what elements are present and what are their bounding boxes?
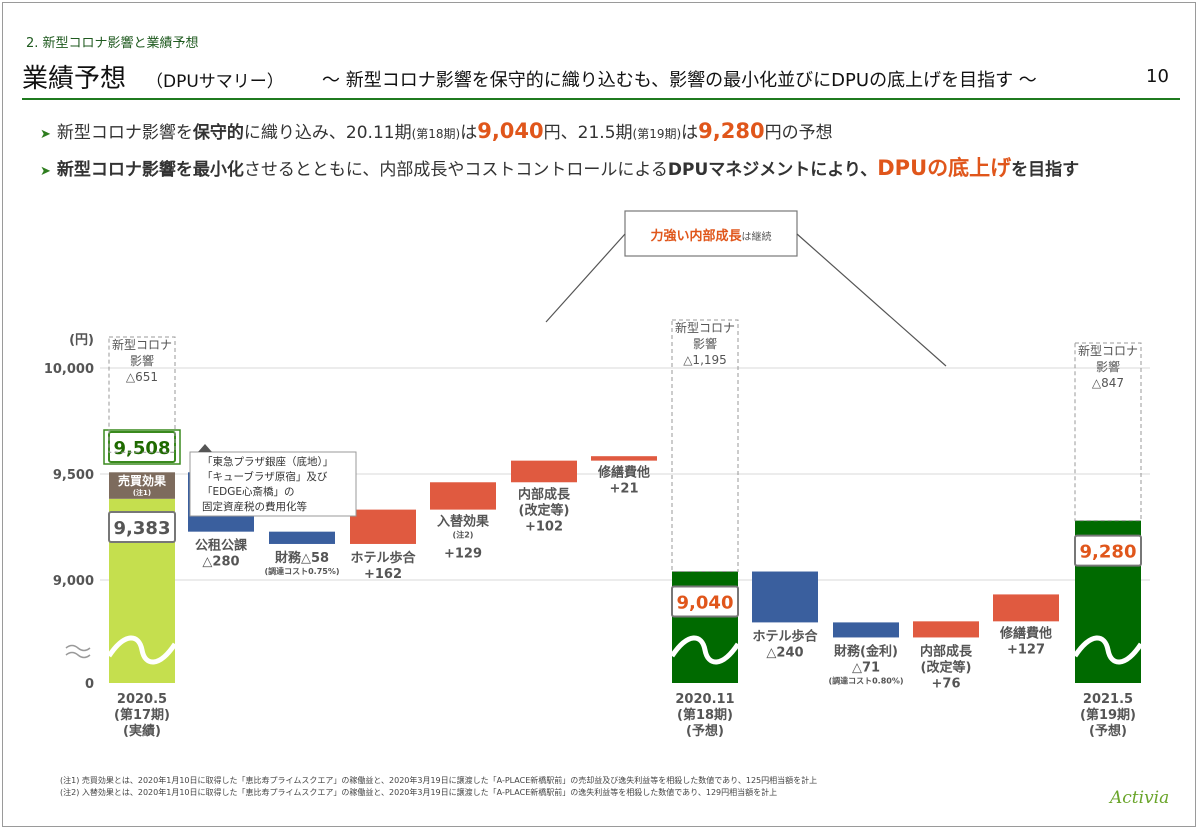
step-5-label: +102 xyxy=(525,519,563,534)
y-tick-label: 9,500 xyxy=(53,468,94,483)
total-2021-5-value: 9,280 xyxy=(1080,542,1137,563)
step-2-label: (調達コスト0.75%) xyxy=(264,566,339,576)
y-axis-unit: (円) xyxy=(69,333,94,348)
tax-callout-text: 固定資産税の費用化等 xyxy=(202,500,307,513)
step-10-bar xyxy=(913,621,979,638)
bullet-arrow-icon: ➤ xyxy=(40,164,51,179)
step-8-bar xyxy=(752,571,818,623)
page-subtitle: （DPUサマリー） xyxy=(146,72,284,92)
step-12-corona-label: 新型コロナ xyxy=(1078,343,1138,358)
sales-effect-note: (注1) xyxy=(133,488,151,497)
step-2-label: 財務△58 xyxy=(274,550,329,566)
total-2021-5-label: 2021.5 xyxy=(1083,692,1133,707)
step-4-label: 入替効果 xyxy=(437,514,489,530)
total-2020-5-box xyxy=(108,511,176,543)
step-11-label: 修繕費他 xyxy=(999,625,1052,641)
total-2021-5-box xyxy=(1074,534,1142,567)
step-10-label: (改定等) xyxy=(921,659,972,675)
step-3-label: +162 xyxy=(364,567,402,582)
total-2020-11-value: 9,040 xyxy=(677,593,734,614)
corona-impact-1-label: △651 xyxy=(126,370,158,384)
step-4-label: (注2) xyxy=(453,530,474,540)
y-tick-label: 9,000 xyxy=(53,574,94,589)
step-4-bar xyxy=(430,482,496,510)
step-11-bar xyxy=(993,594,1059,622)
footnote-1: (注1) 売買効果とは、2020年1月10日に取得した「恵比寿プライムスクエア」… xyxy=(60,776,818,785)
bullet-dpu-management: ➤新型コロナ影響を最小化させるとともに、内部成長やコストコントロールによるDPU… xyxy=(40,156,1080,180)
tax-callout-text: 「東急プラザ銀座（底地）」 xyxy=(202,455,333,468)
total-2021-5-break xyxy=(1072,635,1144,665)
tax-callout-pointer xyxy=(198,444,212,452)
footnote-2: (注2) 入替効果とは、2020年1月10日に取得した「恵比寿プライムスクエア」… xyxy=(60,788,778,797)
total-2020-11-label: (予想) xyxy=(686,723,724,739)
y-tick-label: 10,000 xyxy=(44,362,94,377)
total-2021-5-label: (第19期) xyxy=(1080,707,1136,723)
total-2020-5-label: (実績) xyxy=(123,723,161,739)
total-2020-5-break xyxy=(106,635,178,665)
growth-box-text: 力強い内部成長は継続 xyxy=(650,228,771,244)
step-10-label: 内部成長 xyxy=(920,643,973,659)
step-7-corona-box xyxy=(671,319,739,573)
activia-logo: Activia xyxy=(1110,788,1170,808)
step-7-corona-label: 新型コロナ xyxy=(675,320,735,335)
total-2020-11-label: 2020.11 xyxy=(675,692,734,707)
tax-callout-text: 「キューブラザ原宿」及び xyxy=(202,470,328,483)
step-12-corona-label: 影響 xyxy=(1096,359,1120,374)
step-5-label: 内部成長 xyxy=(518,486,571,502)
step-7-corona-label: △1,195 xyxy=(683,353,727,367)
total-2020-11-label: (第18期) xyxy=(677,707,733,723)
axis-break-icon xyxy=(65,644,91,659)
total-2020-5-value: 9,383 xyxy=(114,518,171,539)
step-6-label: +21 xyxy=(610,482,639,497)
bullet-arrow-icon: ➤ xyxy=(40,127,51,142)
step-1-label: 公租公課 xyxy=(195,538,248,554)
corona-impact-1-label: 新型コロナ xyxy=(112,337,172,352)
step-9-bar xyxy=(833,622,899,638)
step-7-corona-label: 影響 xyxy=(693,336,717,351)
step-3-bar xyxy=(350,509,416,544)
pre-corona-outer xyxy=(103,429,181,465)
step-9-label: 財務(金利) xyxy=(833,643,898,659)
step-3-label: ホテル歩合 xyxy=(350,550,416,566)
page-tagline: ～ 新型コロナ影響を保守的に織り込むも、影響の最小化並びにDPUの底上げを目指す… xyxy=(322,70,1037,91)
step-6-label: 修繕費他 xyxy=(597,465,650,481)
bullet-forecast: ➤新型コロナ影響を保守的に織り込み、20.11期(第18期)は9,040円、21… xyxy=(40,119,833,143)
total-2020-11-break xyxy=(669,635,741,665)
page-title: 業績予想 xyxy=(22,64,127,94)
growth-box xyxy=(624,210,798,257)
step-9-label: △71 xyxy=(852,660,880,675)
page-number: 10 xyxy=(1146,66,1169,87)
tax-callout-box xyxy=(189,451,357,517)
total-2020-5-label: (第17期) xyxy=(114,707,170,723)
pre-corona-value: 9,508 xyxy=(114,438,171,459)
step-12-corona-label: △847 xyxy=(1092,376,1124,390)
total-2021-5-label: (予想) xyxy=(1089,723,1127,739)
step-4-label: +129 xyxy=(444,547,482,562)
sales-effect-label: 売買効果 xyxy=(118,473,166,488)
total-2020-11-box xyxy=(671,585,739,618)
total-2020-5-label: 2020.5 xyxy=(117,692,167,707)
corona-impact-1-box xyxy=(108,336,176,453)
sales-effect-bar xyxy=(109,472,175,499)
step-12-corona-box xyxy=(1074,342,1142,522)
y-tick-label: 0 xyxy=(85,677,94,692)
step-10-label: +76 xyxy=(932,676,961,691)
step-5-label: (改定等) xyxy=(519,502,570,518)
growth-connector-left xyxy=(545,233,626,323)
corona-impact-1-label: 影響 xyxy=(130,353,154,368)
step-6-bar xyxy=(591,456,657,461)
title-underline xyxy=(22,98,1180,100)
tax-callout-text: 「EDGE心斎橋」の xyxy=(202,485,295,498)
section-label: 2. 新型コロナ影響と業績予想 xyxy=(26,36,199,51)
step-9-label: (調達コスト0.80%) xyxy=(828,675,903,685)
step-2-bar xyxy=(269,531,335,544)
step-11-label: +127 xyxy=(1007,642,1045,657)
step-8-label: △240 xyxy=(766,645,803,660)
growth-connector-right xyxy=(796,233,947,367)
step-5-bar xyxy=(511,460,577,483)
step-8-label: ホテル歩合 xyxy=(752,628,818,644)
step-1-label: △280 xyxy=(202,555,239,570)
